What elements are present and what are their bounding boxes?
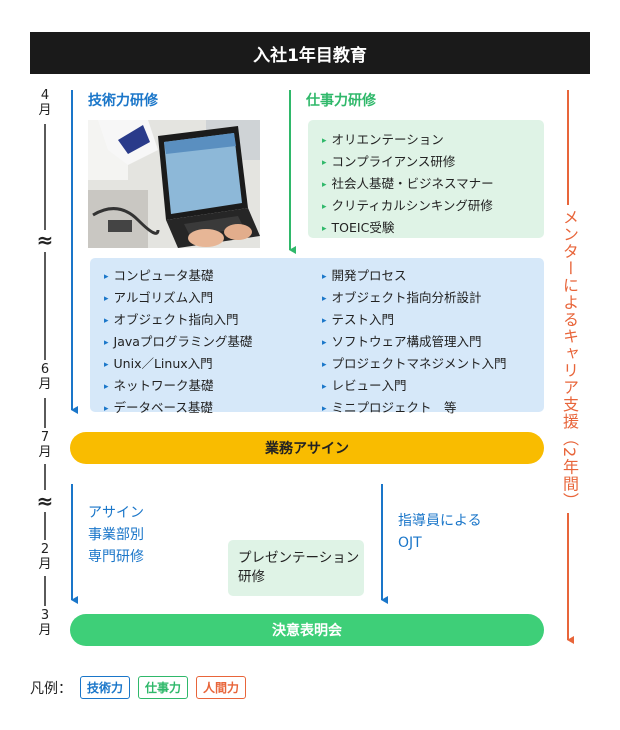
list-item: レビュー入門 xyxy=(322,376,507,398)
presentation-training-box: プレゼンテーション 研修 xyxy=(228,540,364,596)
legend: 凡例： 技術力 仕事力 人間力 xyxy=(30,676,247,699)
page-title: 入社1年目教育 xyxy=(253,45,367,66)
list-item: クリティカルシンキング研修 xyxy=(322,196,544,218)
list-item: ミニプロジェクト 等 xyxy=(322,398,507,420)
break-mark: ≈ xyxy=(36,489,54,513)
list-item: プロジェクトマネジメント入門 xyxy=(322,354,507,376)
business-list: オリエンテーション コンプライアンス研修 社会人基礎・ビジネスマナー クリティカ… xyxy=(308,120,544,240)
technical-list-right: 開発プロセス オブジェクト指向分析設計 テスト入門 ソフトウェア構成管理入門 プ… xyxy=(322,266,507,420)
business-title: 仕事力研修 xyxy=(306,93,376,109)
legend-technical: 技術力 xyxy=(80,676,131,699)
legend-business: 仕事力 xyxy=(138,676,189,699)
technical-title: 技術力研修 xyxy=(88,93,158,109)
list-item: Javaプログラミング基礎 xyxy=(104,332,253,354)
break-mark: ≈ xyxy=(36,228,54,252)
technical-list-left: コンピュータ基礎 アルゴリズム入門 オブジェクト指向入門 Javaプログラミング… xyxy=(104,266,253,420)
mentor-support-label: メンターによるキャリア支援（2年間） xyxy=(557,205,581,514)
title-banner: 入社1年目教育 xyxy=(30,32,590,74)
list-item: オリエンテーション xyxy=(322,130,544,152)
list-item: アルゴリズム入門 xyxy=(104,288,252,310)
list-item: データベース基礎 xyxy=(104,398,252,420)
assignment-bar: 業務アサイン xyxy=(70,432,544,464)
department-training-text: アサイン 事業部別 専門研修 xyxy=(88,505,144,565)
business-box: オリエンテーション コンプライアンス研修 社会人基礎・ビジネスマナー クリティカ… xyxy=(308,120,544,238)
legend-human: 人間力 xyxy=(196,676,247,699)
training-photo xyxy=(88,120,260,248)
resolution-bar: 決意表明会 xyxy=(70,614,544,646)
list-item: 開発プロセス xyxy=(322,266,507,288)
list-item: コンピュータ基礎 xyxy=(104,266,252,288)
assignment-bar-label: 業務アサイン xyxy=(265,441,349,457)
list-item: オブジェクト指向入門 xyxy=(104,310,252,332)
legend-label: 凡例： xyxy=(30,680,72,697)
list-item: テスト入門 xyxy=(322,310,507,332)
list-item: ネットワーク基礎 xyxy=(104,376,252,398)
list-item: 社会人基礎・ビジネスマナー xyxy=(322,174,544,196)
list-item: オブジェクト指向分析設計 xyxy=(322,288,507,310)
list-item: TOEIC受験 xyxy=(322,218,544,240)
list-item: ソフトウェア構成管理入門 xyxy=(322,332,507,354)
ojt-text: 指導員による OJT xyxy=(398,513,482,551)
list-item: コンプライアンス研修 xyxy=(322,152,544,174)
technical-curriculum-box: コンピュータ基礎 アルゴリズム入門 オブジェクト指向入門 Javaプログラミング… xyxy=(90,258,544,415)
list-item: Unix／Linux入門 xyxy=(104,354,252,376)
resolution-bar-label: 決意表明会 xyxy=(272,623,342,639)
